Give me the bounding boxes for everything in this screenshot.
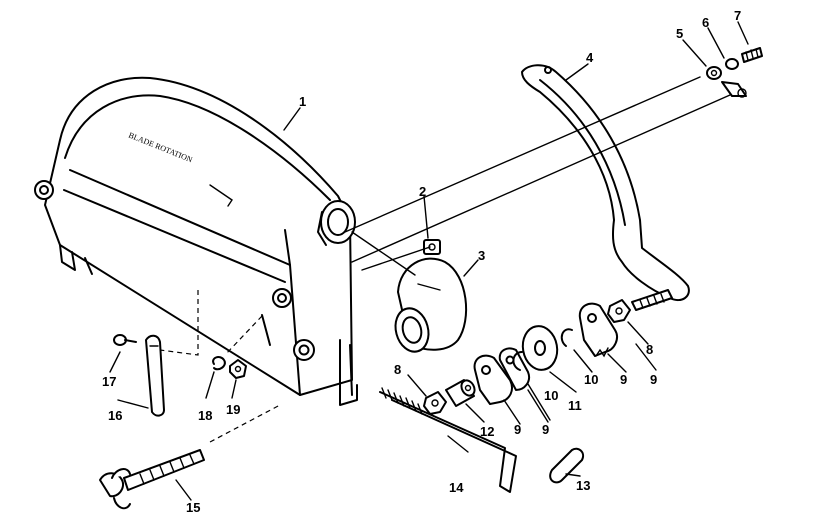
label-15: 15 <box>186 500 200 515</box>
label-8-right: 8 <box>646 342 653 357</box>
label-1: 1 <box>299 94 306 109</box>
label-17: 17 <box>102 374 116 389</box>
e-clip-10-right <box>560 328 573 347</box>
wing-bolt-15 <box>99 449 205 510</box>
lockwasher-18 <box>212 356 226 371</box>
label-11: 11 <box>568 398 582 413</box>
label-14: 14 <box>449 480 464 495</box>
blade-guard-housing <box>34 76 358 406</box>
screw-17 <box>113 334 137 346</box>
washer-11 <box>521 325 559 371</box>
anti-kickback-arm <box>521 64 690 302</box>
label-8-left: 8 <box>394 362 401 377</box>
label-10-left: 10 <box>544 388 558 403</box>
label-10-right: 10 <box>584 372 598 387</box>
nut-19 <box>229 359 247 379</box>
label-2: 2 <box>419 184 426 199</box>
pawl-9-right <box>578 302 618 358</box>
lockwasher-6 <box>721 58 747 98</box>
spring-clip-16 <box>145 334 165 417</box>
label-18: 18 <box>198 408 212 423</box>
label-7: 7 <box>734 8 741 23</box>
label-9-c: 9 <box>542 422 549 437</box>
centerline-hub-to-cone <box>351 231 416 276</box>
nut-8-right <box>607 299 631 323</box>
cone-cup <box>394 257 468 353</box>
label-3: 3 <box>478 248 485 263</box>
label-12: 12 <box>480 424 494 439</box>
spacer-12 <box>445 379 476 407</box>
sleeve-13 <box>549 447 584 484</box>
label-19: 19 <box>226 402 240 417</box>
nut-8-lower <box>423 391 447 415</box>
centerline-housing-to-arm <box>351 94 731 263</box>
washer-5 <box>706 66 722 80</box>
dashed-line-wingbolt <box>209 404 281 443</box>
label-16: 16 <box>108 408 122 423</box>
label-13: 13 <box>576 478 590 493</box>
rod-14 <box>379 387 517 493</box>
leader-lines <box>109 21 749 501</box>
pawl-9-left <box>473 347 530 405</box>
label-6: 6 <box>702 15 709 30</box>
screw-7 <box>741 47 763 63</box>
label-9-b: 9 <box>620 372 627 387</box>
centerline-lower <box>361 246 431 271</box>
square-nut-2 <box>423 239 441 255</box>
centerline-arm-to-hardware <box>344 76 701 233</box>
e-clip-10-left <box>512 351 523 371</box>
label-9-a: 9 <box>650 372 657 387</box>
hex-bolt-arm <box>631 289 673 311</box>
label-5: 5 <box>676 26 683 41</box>
label-4: 4 <box>586 50 594 65</box>
dashed-line-clip <box>159 290 199 356</box>
label-9-d: 9 <box>514 422 521 437</box>
